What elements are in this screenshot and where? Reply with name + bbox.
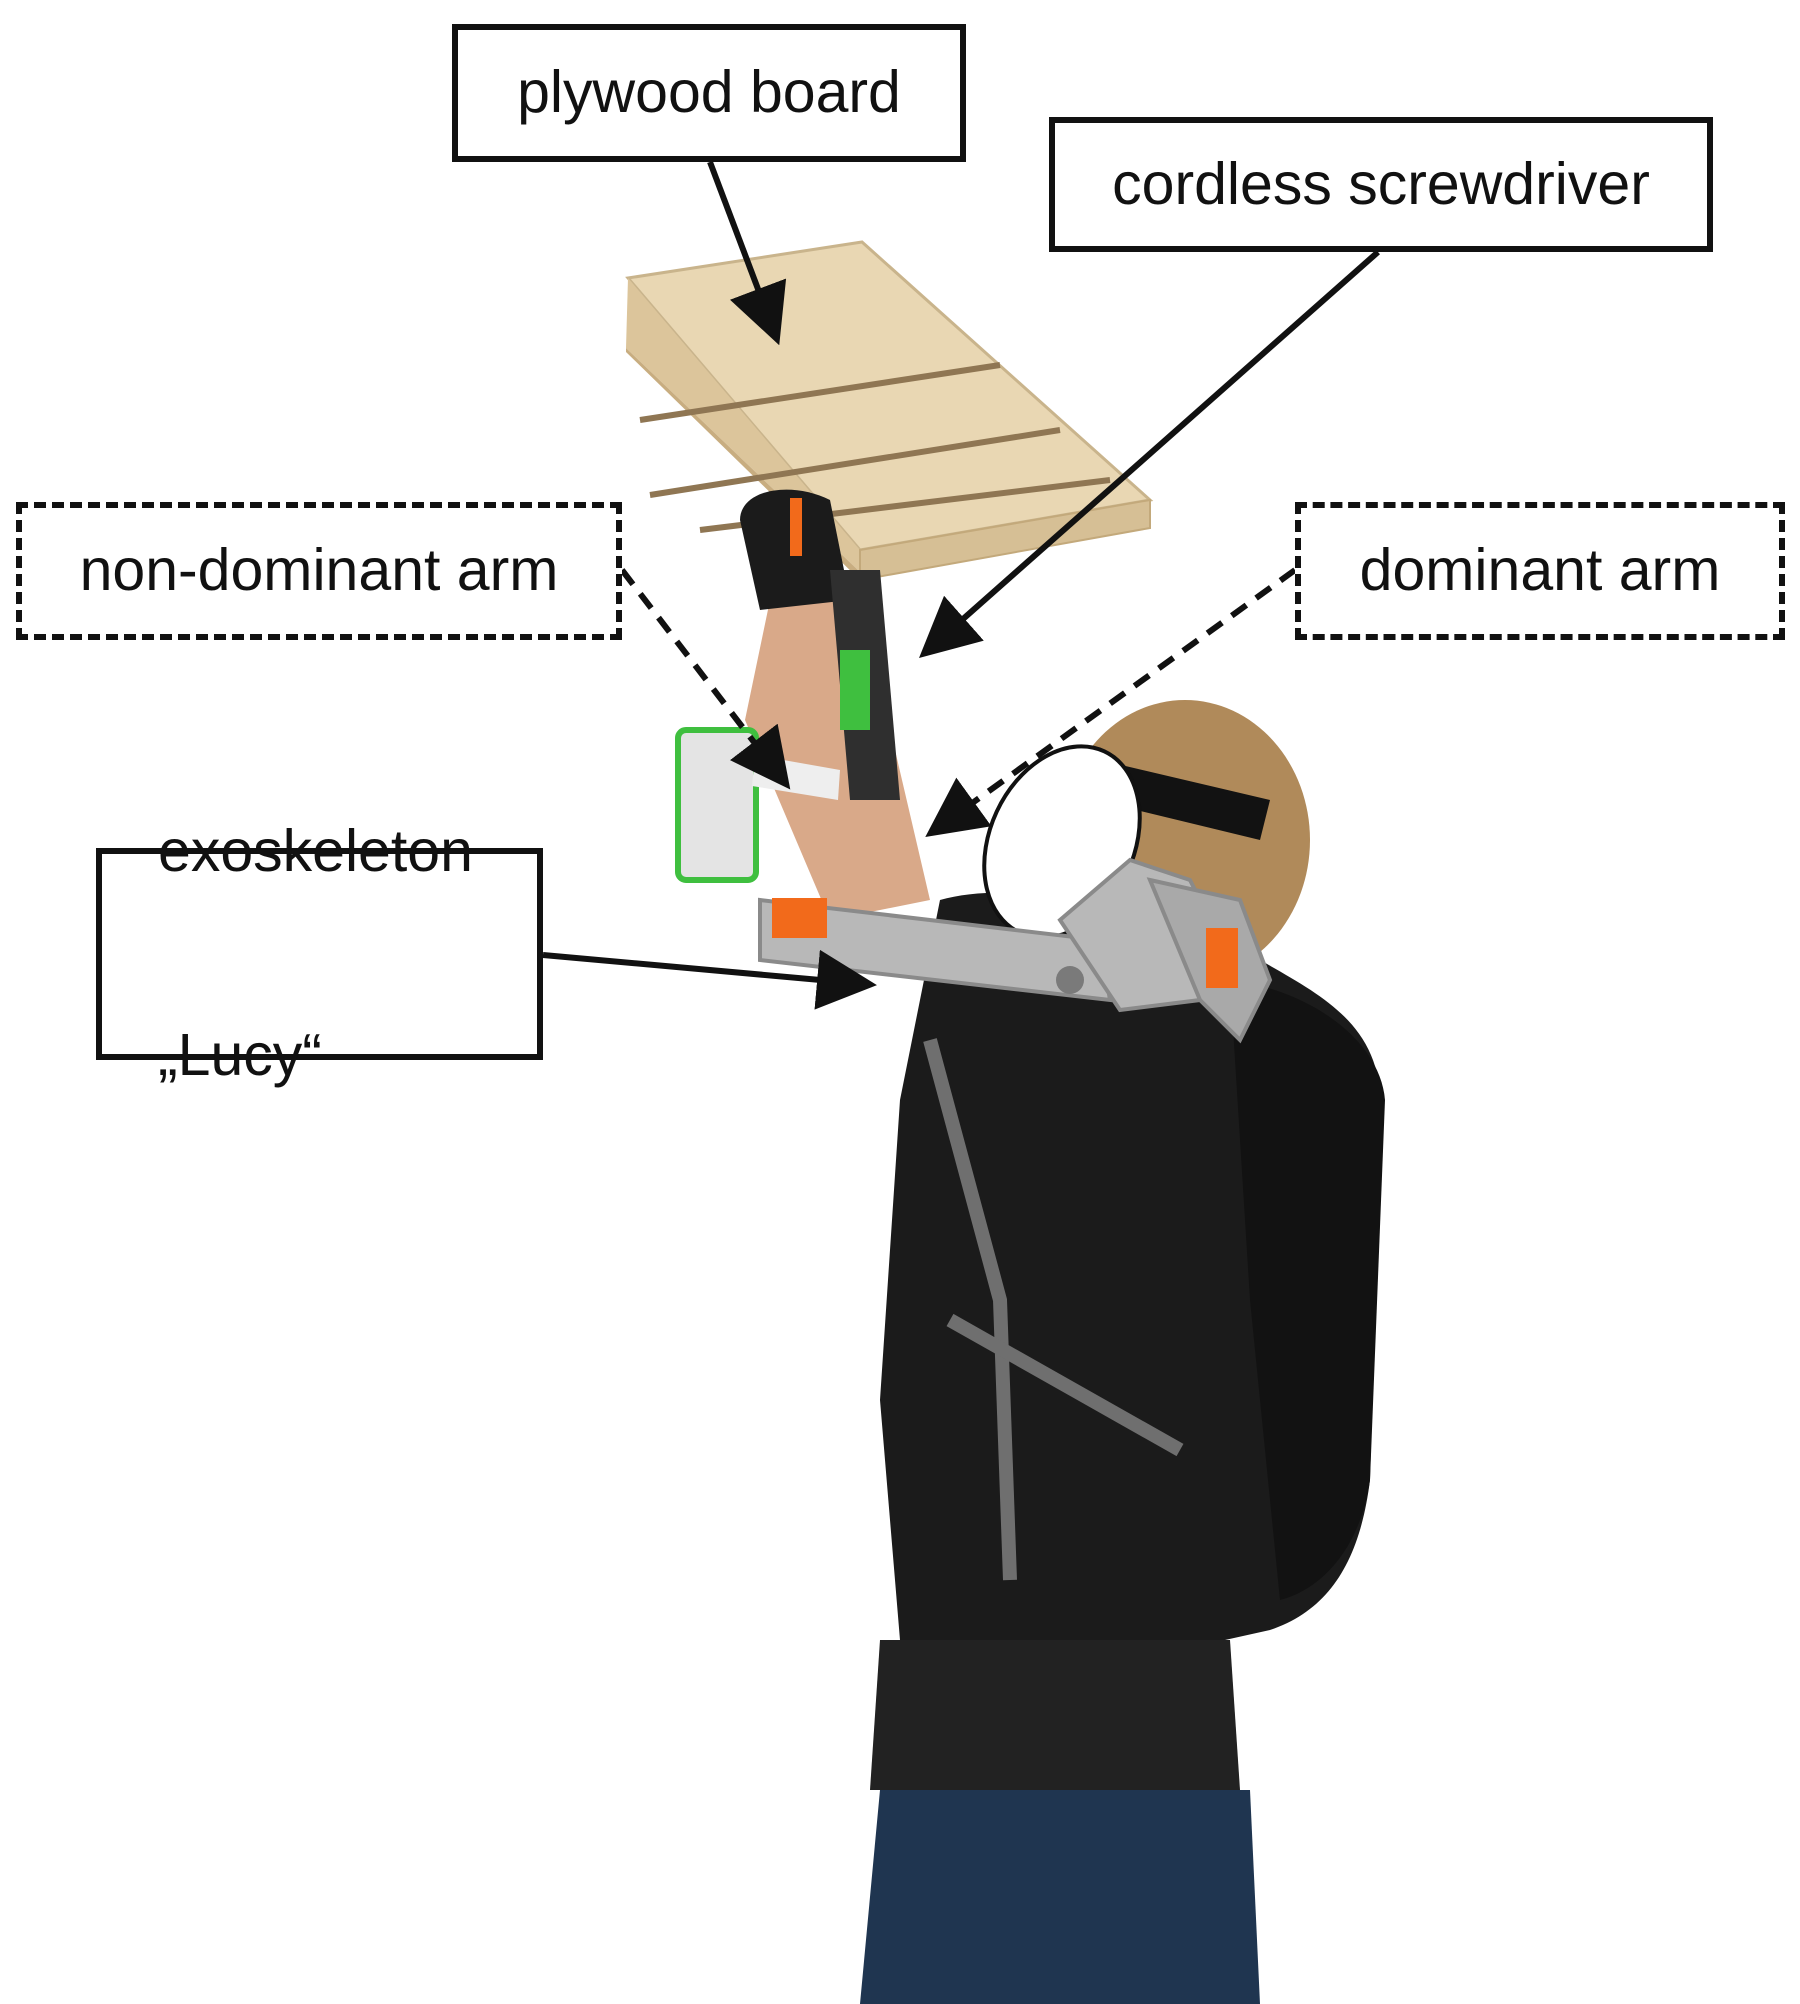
exoskeleton <box>758 857 1273 1044</box>
label-exoskeleton-lines: exoskeleton „Lucy“ <box>158 683 473 1226</box>
headband <box>1095 760 1270 840</box>
label-exoskeleton-line2: „Lucy“ <box>158 1021 322 1088</box>
arrow-dominant-arm <box>925 567 1297 838</box>
label-cordless-screwdriver: cordless screwdriver <box>1049 117 1713 252</box>
label-dominant-arm: dominant arm <box>1295 502 1785 640</box>
label-non-dominant-arm: non-dominant arm <box>16 502 622 640</box>
glove-accent <box>790 498 802 556</box>
backpack-strap-left <box>923 1038 1017 1581</box>
arrow-exoskeleton <box>542 949 877 1010</box>
annotation-arrows <box>542 160 1380 1010</box>
drill-green-panel <box>840 650 870 730</box>
person <box>860 892 1385 2004</box>
arrow-non-dominant-arm <box>619 568 791 790</box>
arrow-plywood-board <box>707 160 787 346</box>
backpack-strap-waist <box>946 1313 1184 1457</box>
hip-belt <box>870 1640 1240 1790</box>
arm-skin <box>745 600 930 920</box>
label-plywood-board: plywood board <box>452 24 966 162</box>
plywood-board <box>625 240 1154 582</box>
label-cordless-screwdriver-text: cordless screwdriver <box>1112 150 1650 217</box>
drill-battery <box>675 727 759 883</box>
label-dominant-arm-text: dominant arm <box>1359 537 1721 604</box>
label-exoskeleton: exoskeleton „Lucy“ <box>96 818 543 1088</box>
label-non-dominant-arm-text: non-dominant arm <box>79 537 559 604</box>
pants <box>860 1790 1260 2004</box>
label-plywood-board-text: plywood board <box>517 59 901 126</box>
arrow-cordless-screwdriver <box>919 249 1380 658</box>
label-exoskeleton-line1: exoskeleton <box>158 818 473 885</box>
backpack <box>1230 980 1385 1600</box>
raised-arm <box>675 489 930 920</box>
